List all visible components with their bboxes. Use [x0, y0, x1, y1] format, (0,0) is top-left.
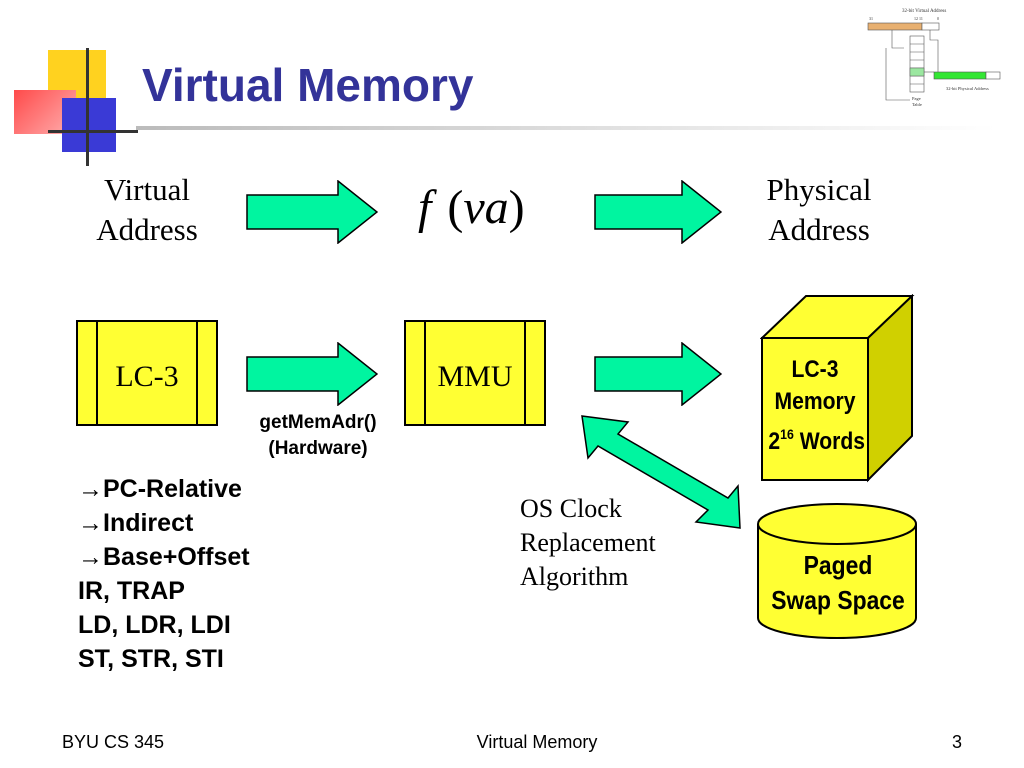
- formula-open-paren: (: [447, 181, 464, 234]
- os-clock-line1: OS Clock: [520, 494, 622, 523]
- formula-close-paren: ): [508, 181, 525, 234]
- virtual-address-line1: Virtual: [104, 172, 190, 207]
- addressing-mode-list: →PC-Relative →Indirect →Base+Offset IR, …: [78, 472, 250, 676]
- list-item-text: LD, LDR, LDI: [78, 611, 231, 639]
- memory-label-line3: 216 Words: [768, 418, 865, 458]
- list-item: IR, TRAP: [78, 574, 250, 608]
- os-clock-line2: Replacement: [520, 528, 656, 557]
- memory-cube: [760, 294, 915, 483]
- memory-label-line1: LC-3: [791, 356, 839, 383]
- os-clock-label: OS Clock Replacement Algorithm: [520, 492, 656, 594]
- mmu-box-label: MMU: [437, 360, 513, 393]
- thumb-table-label: Table: [912, 102, 922, 107]
- list-item: LD, LDR, LDI: [78, 608, 250, 642]
- thumb-bit-12-11: 12 11: [914, 16, 923, 21]
- memory-size-exponent: 16: [780, 426, 794, 442]
- footer-page-number: 3: [951, 732, 962, 752]
- footer-title: Virtual Memory: [476, 732, 598, 752]
- memory-size-base: 2: [768, 428, 781, 455]
- decor-horizontal-line: [48, 130, 138, 133]
- list-item-text: Indirect: [103, 509, 194, 537]
- arrow-bullet-icon: →: [78, 543, 103, 571]
- physical-address-line1: Physical: [766, 172, 872, 207]
- decor-corner: [0, 40, 140, 170]
- decor-blue-square: [62, 98, 116, 152]
- swap-space-label: Paged Swap Space: [768, 548, 909, 618]
- lc3-box-inner-lines: [96, 322, 198, 424]
- title-underline: [136, 126, 996, 130]
- formula-argument: va: [463, 181, 509, 234]
- list-item: →Indirect: [78, 506, 250, 540]
- physical-address-line2: Address: [768, 212, 870, 247]
- swap-space-cylinder: [757, 503, 917, 639]
- arrow-mmu-to-memory: [594, 342, 722, 406]
- formula-function: f: [418, 181, 432, 234]
- arrow-bullet-icon: →: [78, 475, 103, 503]
- mmu-box: MMU: [404, 320, 546, 426]
- swap-label-line1: Paged: [803, 550, 873, 580]
- list-item-text: Base+Offset: [103, 543, 250, 571]
- arrow-virtual-to-function: [246, 180, 378, 244]
- swap-label-line2: Swap Space: [771, 585, 905, 615]
- translation-formula: f (va): [418, 180, 525, 236]
- memory-label-line2: Memory: [774, 388, 856, 415]
- page-title: Virtual Memory: [142, 59, 474, 111]
- thumb-virtual-address-label: 32-bit Virtual Address: [902, 9, 946, 14]
- thumb-physical-address-label: 32-bit Physical Address: [946, 86, 989, 91]
- physical-address-label: Physical Address: [742, 170, 896, 250]
- list-item-text: ST, STR, STI: [78, 645, 224, 673]
- getmemadr-label: getMemAdr() (Hardware): [240, 410, 396, 462]
- thumb-page-table: [909, 35, 925, 93]
- memory-cube-label: LC-3 Memory 216 Words: [768, 354, 865, 458]
- list-item: ST, STR, STI: [78, 642, 250, 676]
- footer-course: BYU CS 345: [62, 732, 165, 752]
- getmemadr-line1: getMemAdr(): [259, 412, 377, 433]
- virtual-address-line2: Address: [96, 212, 198, 247]
- lc3-box-label: LC-3: [115, 360, 179, 393]
- thumb-bit-31: 31: [869, 16, 873, 21]
- virtual-address-label: Virtual Address: [76, 170, 218, 250]
- thumb-vpn-field: [867, 22, 923, 31]
- mmu-box-inner-lines: [424, 322, 526, 424]
- arrow-function-to-physical: [594, 180, 722, 244]
- lc3-processor-box: LC-3: [76, 320, 218, 426]
- thumb-physical-address: [933, 71, 987, 80]
- list-item-text: PC-Relative: [103, 475, 242, 503]
- memory-size-unit: Words: [793, 428, 866, 455]
- os-clock-line3: Algorithm: [520, 562, 629, 591]
- thumb-offset-field: [921, 22, 940, 31]
- thumb-page-label: Page: [912, 96, 921, 101]
- swap-double-arrow: [581, 415, 741, 529]
- list-item-text: IR, TRAP: [78, 577, 185, 605]
- address-translation-thumbnail: 32-bit Virtual Address 31 12 11 0 32-bit…: [867, 9, 1001, 107]
- getmemadr-line2: (Hardware): [268, 438, 368, 459]
- list-item: →Base+Offset: [78, 540, 250, 574]
- decor-vertical-line: [86, 48, 89, 166]
- arrow-bullet-icon: →: [78, 509, 103, 537]
- thumb-bit-0: 0: [937, 16, 939, 21]
- arrow-lc3-to-mmu: [246, 342, 378, 406]
- list-item: →PC-Relative: [78, 472, 250, 506]
